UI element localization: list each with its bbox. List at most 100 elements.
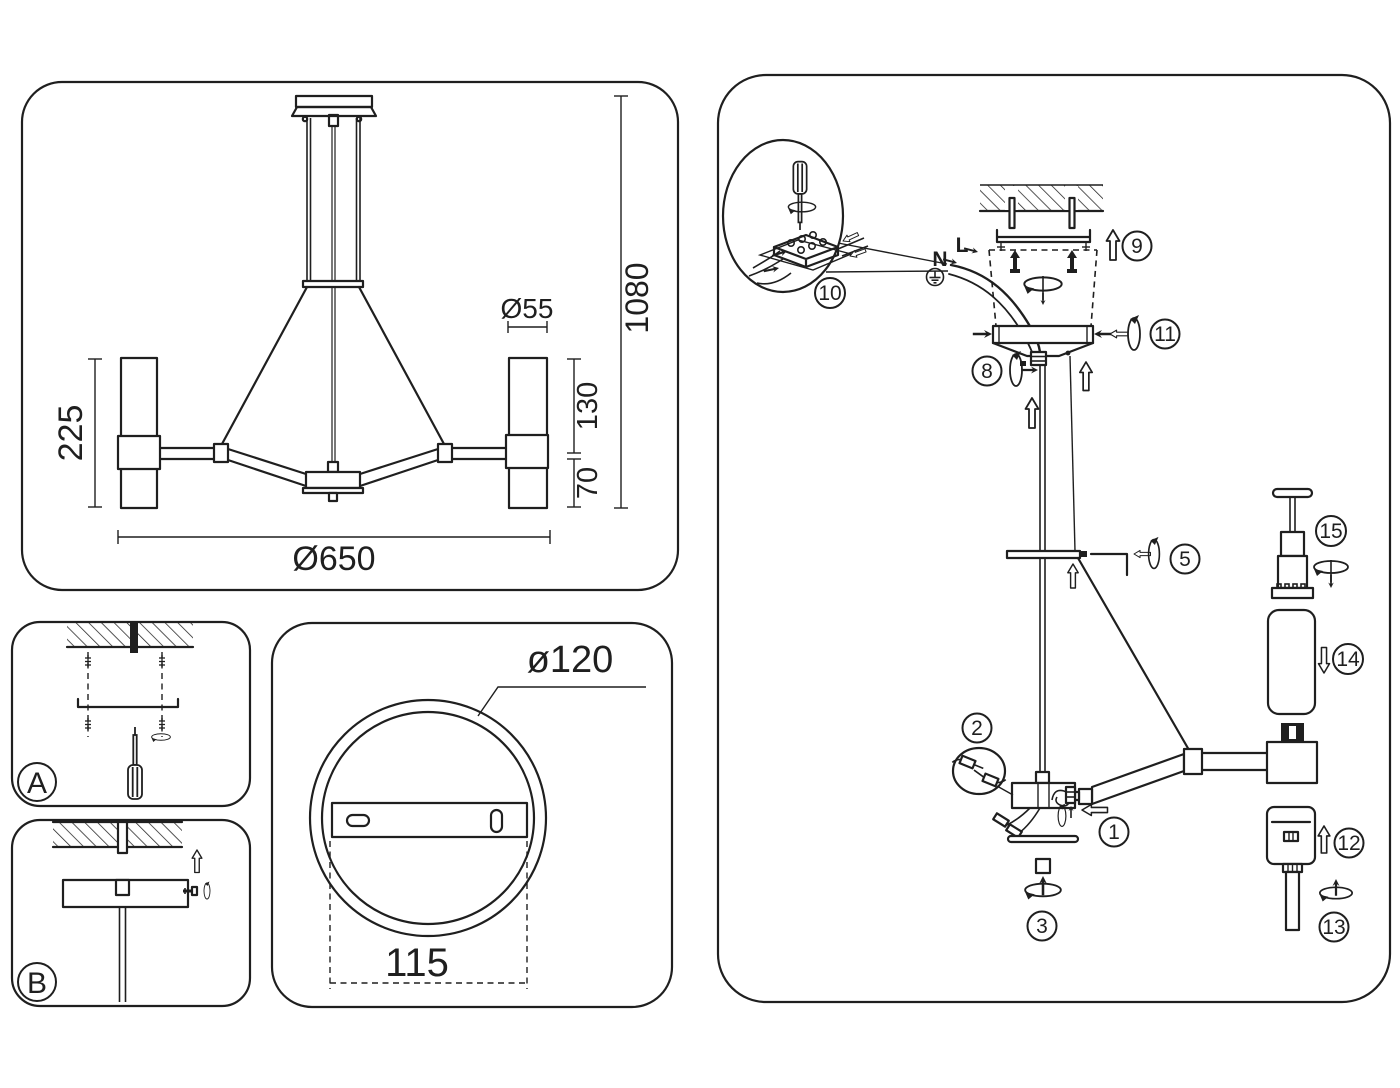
ceiling-pipe — [130, 622, 138, 653]
line-wire-label: L — [956, 234, 969, 257]
canopy-drawing — [290, 94, 378, 123]
panel-border — [270, 621, 674, 1009]
up-arrow-icon — [1317, 825, 1331, 854]
steel-cable — [1069, 355, 1076, 552]
hanging-rod — [118, 907, 127, 1002]
svg-text:130: 130 — [572, 382, 604, 430]
hub-wires — [992, 807, 1041, 839]
svg-text:9: 9 — [1131, 235, 1143, 258]
screw-icon — [158, 717, 166, 731]
slot-horizontal — [345, 813, 371, 828]
screw-icon — [84, 654, 92, 668]
screwdriver-icon — [792, 160, 808, 231]
dimension-55: Ø55 — [501, 293, 554, 333]
panel-ceiling-plate: ø120 115 — [270, 621, 674, 1009]
glass-shade-part — [1266, 608, 1317, 716]
ceiling — [978, 184, 1105, 230]
up-arrow-icon — [1039, 876, 1047, 896]
panel-assembly: 10 N L — [716, 73, 1392, 1004]
canopy-exploded — [988, 249, 1098, 367]
canopy-nipple — [1020, 350, 1048, 367]
mounting-bracket — [76, 697, 180, 709]
up-arrow-icon — [1105, 229, 1121, 261]
callout-15: 15 — [1315, 515, 1347, 547]
plate-outer-circle — [308, 698, 548, 938]
callout-9: 9 — [1121, 230, 1153, 262]
right-arm-tube — [1200, 751, 1269, 772]
svg-text:13: 13 — [1322, 916, 1345, 939]
svg-text:1080: 1080 — [619, 262, 655, 333]
callout-2: 2 — [961, 712, 993, 744]
hanging-screw-icon — [1068, 196, 1076, 230]
lock-pin — [1089, 552, 1129, 577]
center-hub-drawing — [301, 460, 365, 503]
leader-line — [477, 686, 646, 717]
slot-vertical — [489, 808, 504, 834]
wires-into-terminal — [748, 250, 792, 285]
rotation-icon — [1127, 314, 1141, 351]
right-shade-drawing — [504, 356, 550, 510]
svg-text:5: 5 — [1179, 548, 1191, 571]
suspension-rods — [306, 113, 361, 462]
svg-text:2: 2 — [971, 717, 983, 740]
up-arrow-icon — [191, 849, 203, 874]
callout-10: 10 — [814, 277, 846, 309]
bottom-cover-disc — [1006, 834, 1080, 844]
panel-border — [10, 818, 252, 1008]
v-cables — [220, 285, 446, 446]
arm-tube — [1090, 752, 1186, 806]
up-arrow-icon — [1078, 361, 1094, 392]
alignment-dashed-lines — [87, 652, 163, 737]
right-arrow-icon — [1021, 366, 1038, 374]
svg-text:8: 8 — [981, 360, 993, 383]
svg-text:A: A — [27, 767, 47, 800]
callout-14: 14 — [1332, 643, 1364, 675]
screw-icon — [84, 717, 92, 731]
screw-icon — [1010, 250, 1020, 273]
socket-housing-part — [1265, 805, 1317, 866]
svg-text:10: 10 — [818, 282, 841, 305]
panel-step-b: B — [10, 818, 252, 1008]
stem-tube-part — [1281, 862, 1304, 932]
left-arrow-icon — [1081, 803, 1109, 817]
dimension-225: 225 — [52, 358, 102, 508]
plate-diameter-label: ø120 — [527, 639, 614, 681]
terminal-block-icon — [757, 231, 854, 271]
rod-collar — [301, 279, 365, 289]
rotation-icon — [203, 881, 211, 900]
panel-border — [716, 73, 1392, 1004]
ground-icon — [925, 267, 945, 287]
rotation-icon — [1009, 350, 1023, 387]
svg-text:11: 11 — [1154, 323, 1176, 346]
svg-text:B: B — [27, 967, 47, 1000]
elbow-joint — [1182, 747, 1204, 776]
center-hub — [992, 770, 1077, 839]
callout-11: 11 — [1149, 318, 1181, 350]
plate-inner-circle — [320, 710, 536, 926]
svg-text:Ø55: Ø55 — [501, 293, 554, 324]
ceiling-pipe — [116, 820, 129, 855]
panel-border — [20, 80, 680, 592]
step-a-badge: A — [17, 762, 57, 802]
screw-icon — [158, 654, 166, 668]
arm-plug — [1072, 787, 1094, 806]
up-arrow-icon — [1067, 563, 1079, 589]
screw-icon — [1067, 250, 1077, 273]
svg-text:Ø650: Ø650 — [292, 540, 375, 578]
panel-dimension-drawing: 225 Ø650 1080 Ø55 130 70 — [20, 80, 680, 592]
callout-8: 8 — [971, 355, 1003, 387]
panel-step-a: A — [10, 620, 252, 808]
callout-13: 13 — [1318, 911, 1350, 943]
arms — [157, 442, 509, 488]
screwdriver-icon — [127, 726, 143, 800]
dimension-130: 130 — [567, 358, 604, 454]
svg-text:12: 12 — [1337, 832, 1360, 855]
step-b-badge: B — [17, 962, 57, 1002]
lamp-holder-part — [1270, 487, 1315, 600]
plate-bushing — [114, 878, 131, 897]
left-shade-drawing — [116, 356, 162, 510]
up-arrow-icon — [1024, 397, 1040, 429]
finial-nut — [1034, 857, 1052, 875]
mounting-bracket — [995, 228, 1092, 244]
